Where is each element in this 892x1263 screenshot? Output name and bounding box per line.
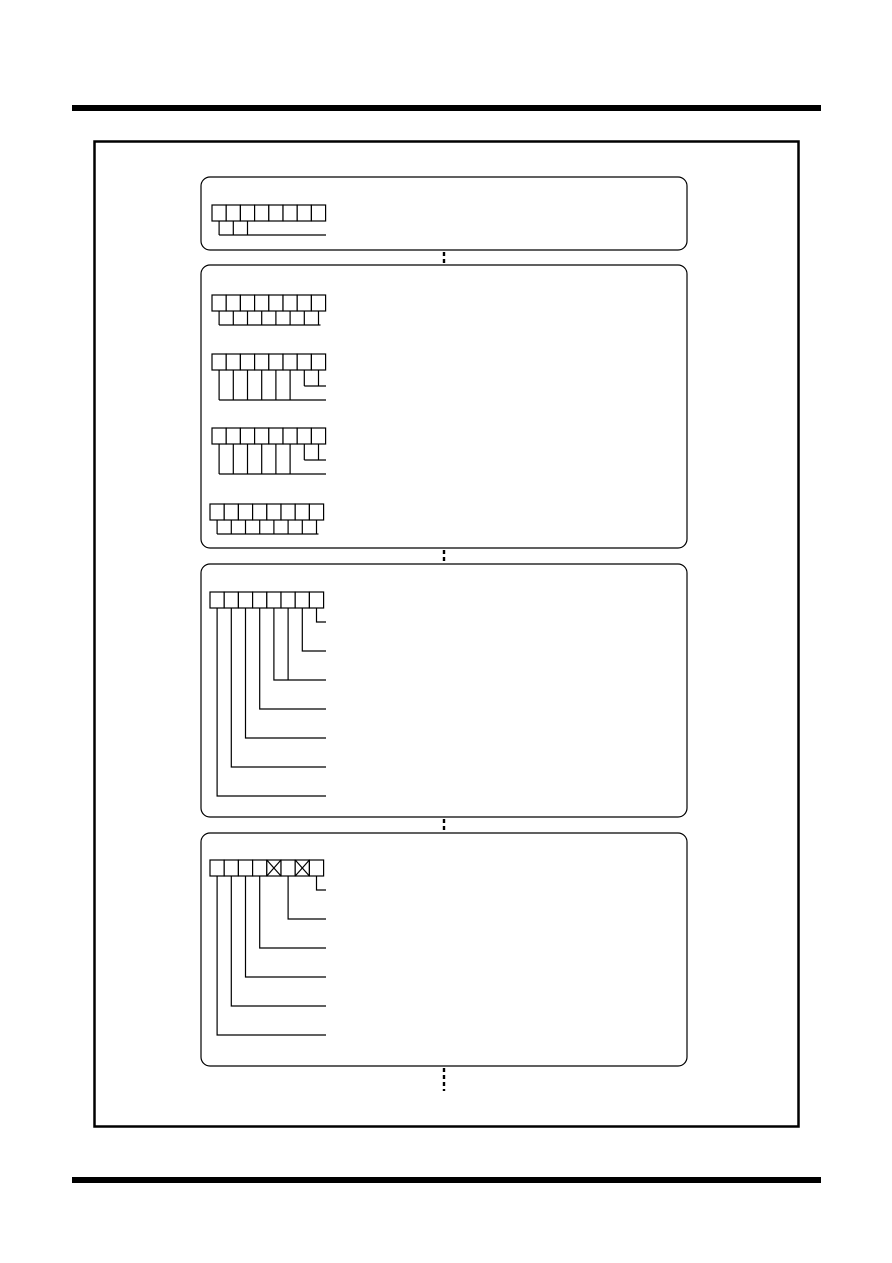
bit-cell [254,204,270,222]
bit-cell [237,503,254,521]
bit-cell [296,427,313,445]
bit-cell [254,353,270,371]
leader-line [301,608,326,652]
bit-cell [310,204,327,222]
bit-cell [239,353,256,371]
bit-cell [282,353,298,371]
top-rule [72,105,821,111]
bit-cell [223,859,239,877]
bit-cell [282,294,298,312]
bit-cell [280,859,296,877]
bit-cell [209,503,225,521]
bit-cell [268,294,284,312]
bit-cell [225,294,241,312]
block-frame [200,832,688,1067]
leader-line [244,608,326,739]
bit-cell [266,591,282,609]
bit-cell [225,204,241,222]
bit-cell [239,294,256,312]
reserved-bit-cross [266,859,282,877]
bit-cell [223,591,239,609]
block-frame [200,563,688,818]
bit-cell [266,503,282,521]
register [209,591,326,797]
block-frame [200,176,688,251]
bit-cell [239,204,256,222]
register-blocks [200,176,688,1067]
register [209,859,326,1036]
block-frame [200,264,688,549]
bit-cell [254,294,270,312]
bit-cell [294,503,311,521]
bit-cell [294,591,311,609]
bit-cell [282,204,298,222]
register [209,503,325,535]
leader-line [230,876,326,1007]
bit-cell [308,859,325,877]
bit-cell [223,503,239,521]
leader-line [216,608,326,797]
bit-cell [268,427,284,445]
register-block [200,832,688,1067]
bit-cell [310,427,327,445]
bit-cell [209,591,225,609]
bit-cell [308,591,325,609]
bit-cell [310,294,327,312]
bit-cell [282,427,298,445]
bit-cell [310,353,327,371]
bit-cell [296,353,313,371]
reserved-bit-cross [294,859,310,877]
bit-cell [308,503,325,521]
leader-line [216,876,326,1036]
register-block [200,563,688,818]
figure-frame [93,140,800,1128]
bit-cell [237,591,254,609]
register [211,427,327,475]
bit-cell [237,859,254,877]
leader-line [230,608,326,768]
leader-line [315,876,326,891]
bit-cell [280,591,296,609]
bottom-rule [72,1177,821,1183]
bit-cell [225,427,241,445]
bit-cell [254,427,270,445]
leader-line [287,876,326,920]
bit-cell [296,204,313,222]
register [211,353,327,401]
leader-line [273,608,326,681]
leader-line [259,876,326,949]
bit-cell [211,353,227,371]
bit-cell [211,427,227,445]
bit-cell [268,353,284,371]
bit-cell [296,294,313,312]
bit-cell [211,204,227,222]
bit-cell [252,503,268,521]
bit-cell [239,427,256,445]
bit-cell [209,859,225,877]
register-block [200,264,688,549]
bit-cell [211,294,227,312]
bit-cell [225,353,241,371]
bit-cell [268,204,284,222]
register [211,294,327,326]
register [211,204,327,236]
bit-cell [252,591,268,609]
leader-line [244,876,326,978]
register-block [200,176,688,251]
leader-line [259,608,326,710]
leader-line [315,608,326,623]
bit-cell [252,859,268,877]
bit-cell [280,503,296,521]
